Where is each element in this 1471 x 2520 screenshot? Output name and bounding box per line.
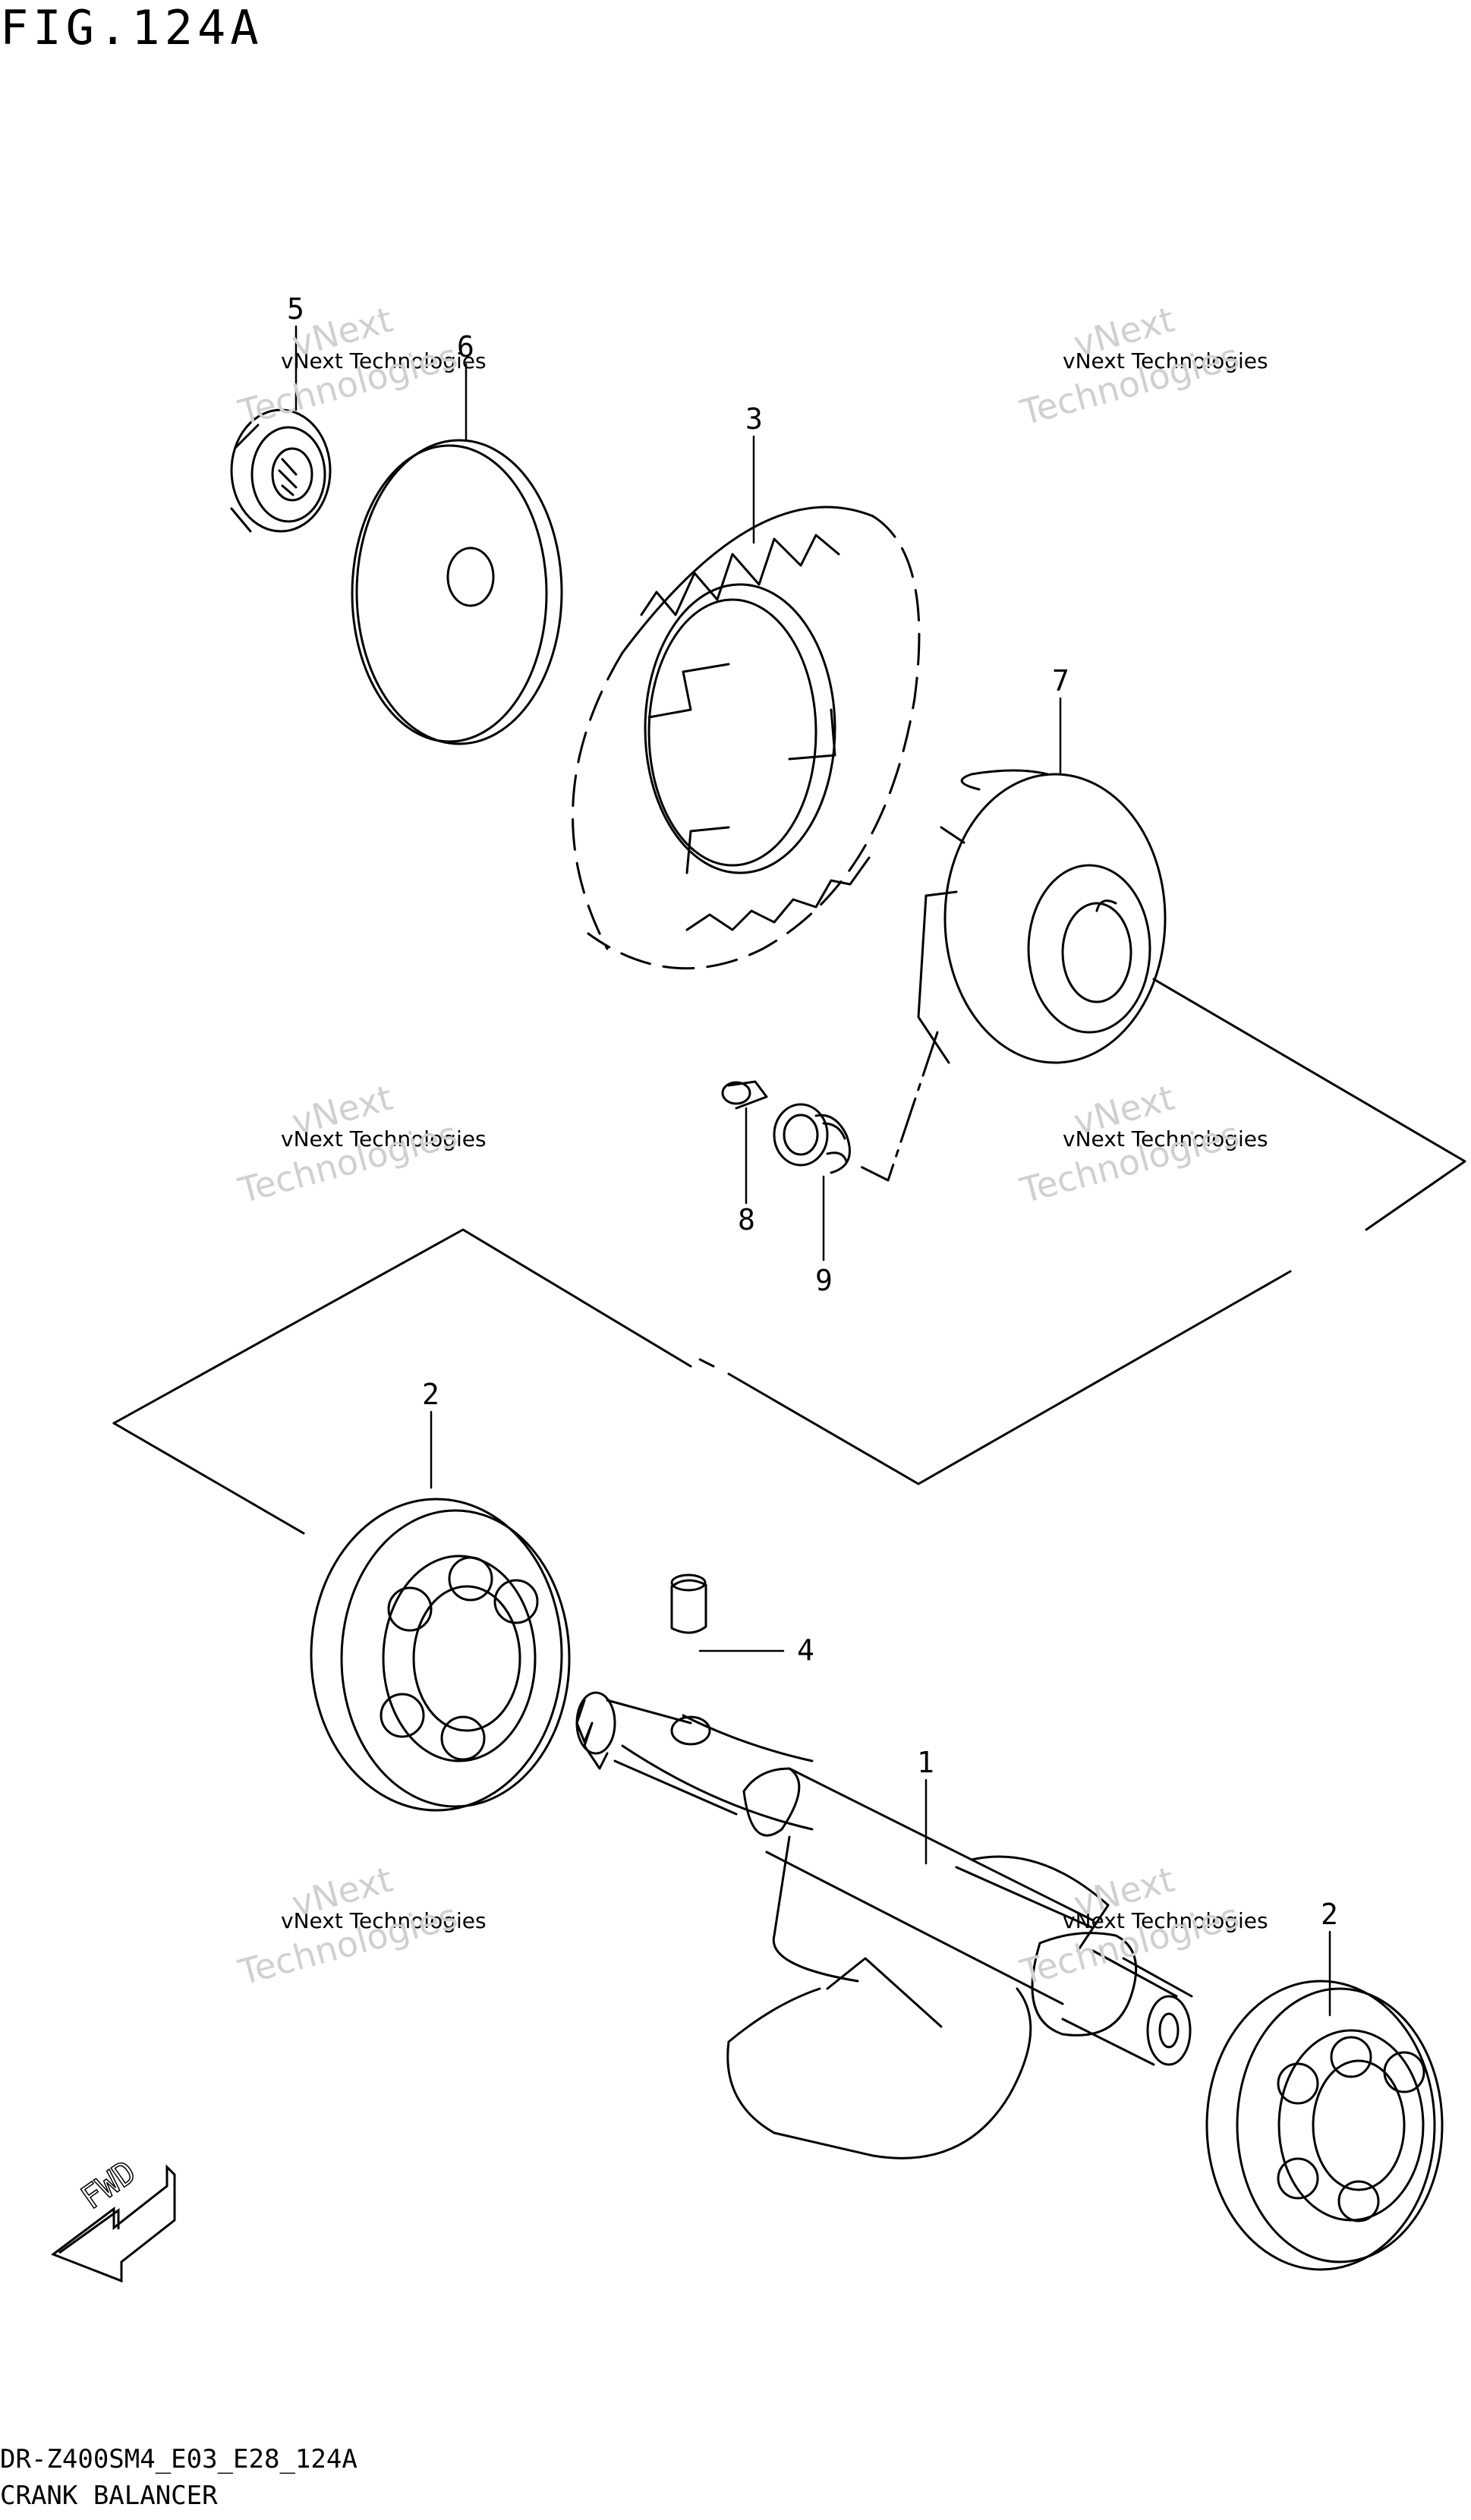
svg-text:vNext Technologies: vNext Technologies <box>281 1126 487 1151</box>
fwd-arrow-icon: FWD <box>50 2153 176 2283</box>
callout-9: 9 <box>815 1264 833 1297</box>
watermark-top-right: vNext Technologies vNext Technologies <box>1016 299 1268 433</box>
figure-description: CRANK BALANCER <box>0 2481 218 2511</box>
svg-text:vNext Technologies: vNext Technologies <box>1063 1126 1268 1151</box>
callout-2-lower: 2 <box>1321 1898 1338 1931</box>
callout-3: 3 <box>745 402 763 436</box>
watermark-mid-left: vNext Technologies vNext Technologies <box>234 1077 487 1211</box>
svg-text:vNext Technologies: vNext Technologies <box>1063 1908 1268 1933</box>
figure-title: FIG.124A <box>0 0 263 55</box>
part-4-pin <box>670 1573 707 1634</box>
svg-text:vNext Technologies: vNext Technologies <box>281 348 487 373</box>
part-9-spring <box>773 1103 851 1174</box>
callout-5: 5 <box>287 292 304 326</box>
callout-4: 4 <box>797 1633 814 1667</box>
figure-code: DR-Z400SM4_E03_E28_124A <box>0 2444 358 2474</box>
fwd-label: FWD <box>74 2153 143 2217</box>
part-7-hub <box>917 769 1167 1064</box>
callout-2-upper: 2 <box>422 1378 439 1411</box>
part-5-nut <box>230 408 332 533</box>
callout-6: 6 <box>457 330 474 364</box>
watermark-bottom-right: vNext Technologies vNext Technologies <box>1016 1859 1268 1993</box>
part-2-bearing-upper <box>310 1498 571 1812</box>
svg-text:vNext Technologies: vNext Technologies <box>1063 348 1268 373</box>
watermark-top-left: vNext Technologies vNext Technologies <box>234 299 487 433</box>
callout-1: 1 <box>917 1746 934 1779</box>
part-1-balancer-shaft <box>575 1691 1193 2159</box>
part-3-gear <box>572 506 921 970</box>
watermark-bottom-left: vNext Technologies vNext Technologies <box>234 1859 487 1993</box>
leader-lines <box>295 325 1331 2017</box>
part-2-bearing-lower <box>1205 1980 1444 2271</box>
callout-7: 7 <box>1052 664 1069 698</box>
assembly-lines <box>112 978 1466 1535</box>
callout-8: 8 <box>738 1203 755 1236</box>
svg-text:vNext Technologies: vNext Technologies <box>281 1908 487 1933</box>
part-6-washer <box>351 439 563 745</box>
callout-labels: 5 6 3 7 8 9 2 4 1 2 <box>287 292 1338 1931</box>
watermark-mid-right: vNext Technologies vNext Technologies <box>1016 1077 1268 1211</box>
part-8-pin <box>721 1080 768 1110</box>
watermarks: vNext Technologies vNext Technologies vN… <box>234 299 1268 1993</box>
